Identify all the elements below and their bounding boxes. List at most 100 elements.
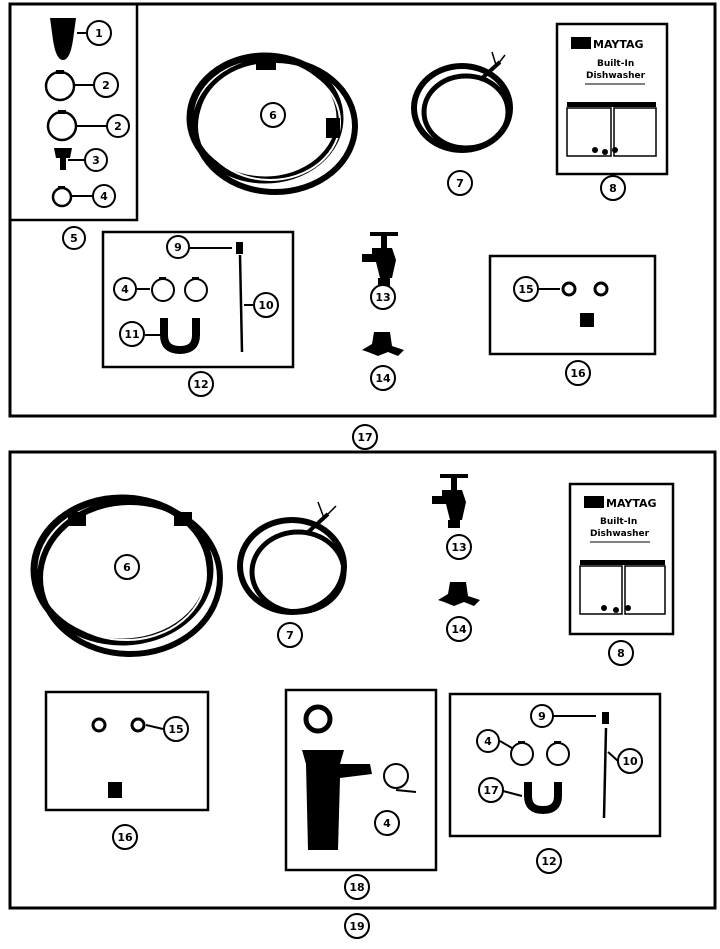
callout-5: 5 (62, 226, 86, 250)
clamp-part-1 (50, 18, 76, 60)
clamp-tab (56, 70, 64, 74)
shutoff-valve-13 (362, 232, 398, 286)
callout-13b: 13 (446, 534, 472, 560)
callout-11: 11 (119, 321, 145, 347)
kit-19-frame (8, 450, 717, 910)
svg-text:10: 10 (258, 299, 274, 312)
callout-6a: 6 (260, 102, 286, 128)
callout-17: 17 (352, 424, 378, 450)
svg-text:12: 12 (541, 855, 556, 868)
parts-5-frame (8, 2, 139, 222)
svg-text:4: 4 (484, 735, 492, 748)
svg-text:16: 16 (117, 831, 133, 844)
callout-16a: 16 (565, 360, 591, 386)
u-bracket-17 (524, 782, 562, 815)
callout-4a: 4 (92, 184, 116, 208)
callouts: 1 2 2 3 4 5 6 7 8 9 4 10 11 12 13 14 15 … (62, 20, 643, 939)
manual-brand: MAYTAG (593, 38, 644, 51)
kit-17-panel: MAYTAG Built-In Dishwasher (8, 2, 717, 418)
power-cord-7 (411, 51, 513, 153)
kit-19-panel: MAYTAG Built-In Dishwasher (8, 450, 717, 910)
fitting-part-3 (54, 148, 72, 170)
svg-text:4: 4 (100, 190, 108, 203)
svg-text:16: 16 (570, 367, 586, 380)
callout-9a: 9 (166, 235, 190, 259)
clamp-tab (58, 186, 65, 189)
svg-text:7: 7 (286, 629, 294, 642)
svg-text:9: 9 (174, 241, 182, 254)
power-cord-7b (237, 501, 347, 615)
svg-text:14: 14 (375, 372, 391, 385)
callout-12b: 12 (536, 848, 562, 874)
callout-7b: 7 (277, 622, 303, 648)
manual-title-line1-b: Built-In (600, 517, 637, 527)
u-bracket-11 (160, 318, 200, 355)
svg-text:6: 6 (269, 109, 277, 122)
callout-3: 3 (84, 148, 108, 172)
svg-text:8: 8 (609, 182, 617, 195)
parts-bag-16b (44, 690, 210, 812)
washer-15 (561, 281, 577, 297)
shutoff-valve-13b (432, 474, 468, 528)
svg-text:4: 4 (383, 817, 391, 830)
parts-bag-16 (488, 254, 657, 356)
svg-text:5: 5 (70, 232, 78, 245)
callout-16b: 16 (112, 824, 138, 850)
tie-strap-10 (238, 254, 244, 353)
leader-lines (68, 32, 619, 797)
elbow-fitting-14 (362, 332, 404, 356)
callout-19: 19 (344, 913, 370, 939)
tie-strap-10b (602, 727, 608, 819)
svg-text:10: 10 (622, 755, 638, 768)
callout-10a: 10 (253, 292, 279, 318)
callout-8a: 8 (600, 175, 626, 201)
callout-2b: 2 (106, 114, 130, 138)
callout-1: 1 (86, 20, 112, 46)
parts-bag-12 (101, 230, 295, 369)
manual-title-line2-b: Dishwasher (590, 529, 650, 539)
parts-bag-12b (448, 692, 662, 838)
callout-4b: 4 (113, 277, 137, 301)
svg-text:11: 11 (124, 328, 139, 341)
svg-text:15: 15 (518, 283, 533, 296)
inlet-hose-6b (30, 494, 223, 657)
callout-8b: 8 (608, 640, 634, 666)
callout-12a: 12 (188, 371, 214, 397)
svg-text:2: 2 (114, 120, 122, 133)
callout-18: 18 (344, 874, 370, 900)
svg-text:14: 14 (451, 623, 467, 636)
svg-text:9: 9 (538, 710, 546, 723)
callout-14b: 14 (446, 616, 472, 642)
manual-title-line2: Dishwasher (586, 71, 646, 81)
svg-text:18: 18 (349, 881, 364, 894)
callout-7a: 7 (447, 170, 473, 196)
clamp-tab (58, 110, 66, 114)
manual-brand-b: MAYTAG (606, 497, 657, 510)
callout-9b: 9 (530, 704, 554, 728)
callout-4c: 4 (374, 810, 400, 836)
svg-text:17: 17 (357, 431, 372, 444)
svg-text:6: 6 (123, 561, 131, 574)
svg-text:2: 2 (102, 79, 110, 92)
callout-15b: 15 (163, 716, 189, 742)
callout-15a: 15 (513, 276, 539, 302)
svg-text:15: 15 (168, 723, 183, 736)
callout-17b: 17 (478, 777, 504, 803)
svg-text:17: 17 (483, 784, 498, 797)
callout-14a: 14 (370, 365, 396, 391)
elbow-fitting-14b (438, 582, 480, 606)
installation-manual-8b: MAYTAG Built-In Dishwasher (568, 482, 675, 636)
svg-text:3: 3 (92, 154, 100, 167)
callout-4d: 4 (476, 729, 500, 753)
callout-13a: 13 (370, 284, 396, 310)
hose-clamp-part-2b (46, 110, 78, 142)
svg-text:7: 7 (456, 177, 464, 190)
hose-clamp-part-2a (44, 70, 76, 102)
svg-text:13: 13 (451, 541, 466, 554)
svg-text:19: 19 (349, 920, 364, 933)
clamp-part-4 (51, 186, 73, 208)
svg-text:1: 1 (95, 27, 103, 40)
drain-kit-18 (284, 688, 438, 872)
svg-text:12: 12 (193, 378, 208, 391)
